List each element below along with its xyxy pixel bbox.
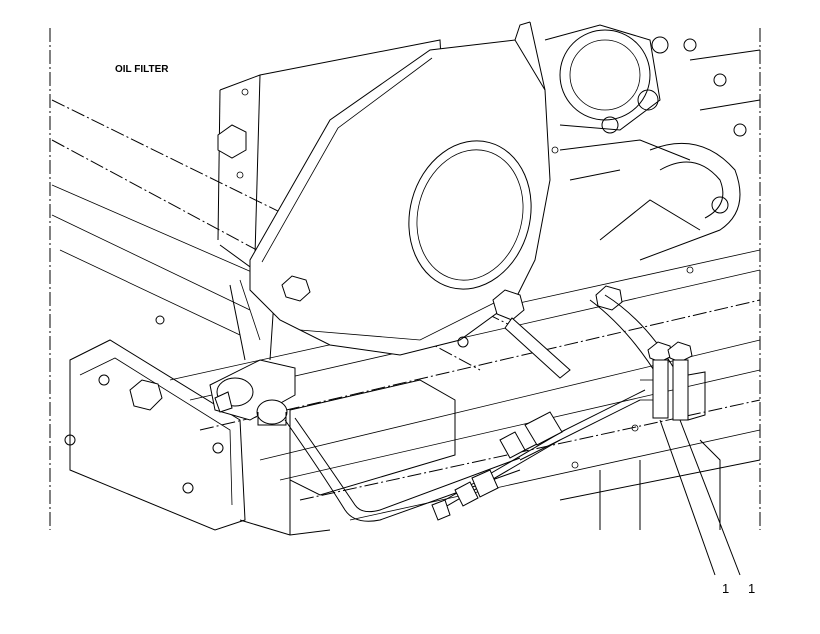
mounting-bolts <box>281 275 676 381</box>
oil-filter-housing <box>249 21 551 356</box>
callout-1-left: 1 <box>722 581 729 596</box>
leader-lines <box>659 419 741 576</box>
gear-housing <box>544 24 761 274</box>
frame-border <box>49 28 761 530</box>
bolt-housing-left <box>281 275 311 302</box>
diagram-title: OIL FILTER <box>115 64 169 75</box>
bolt-housing-center <box>492 289 525 321</box>
lower-right-structure <box>559 424 761 530</box>
callout-bolts <box>640 341 706 421</box>
oil-lines <box>284 389 646 522</box>
fittings-left <box>209 359 296 426</box>
callout-1-right: 1 <box>748 581 755 596</box>
